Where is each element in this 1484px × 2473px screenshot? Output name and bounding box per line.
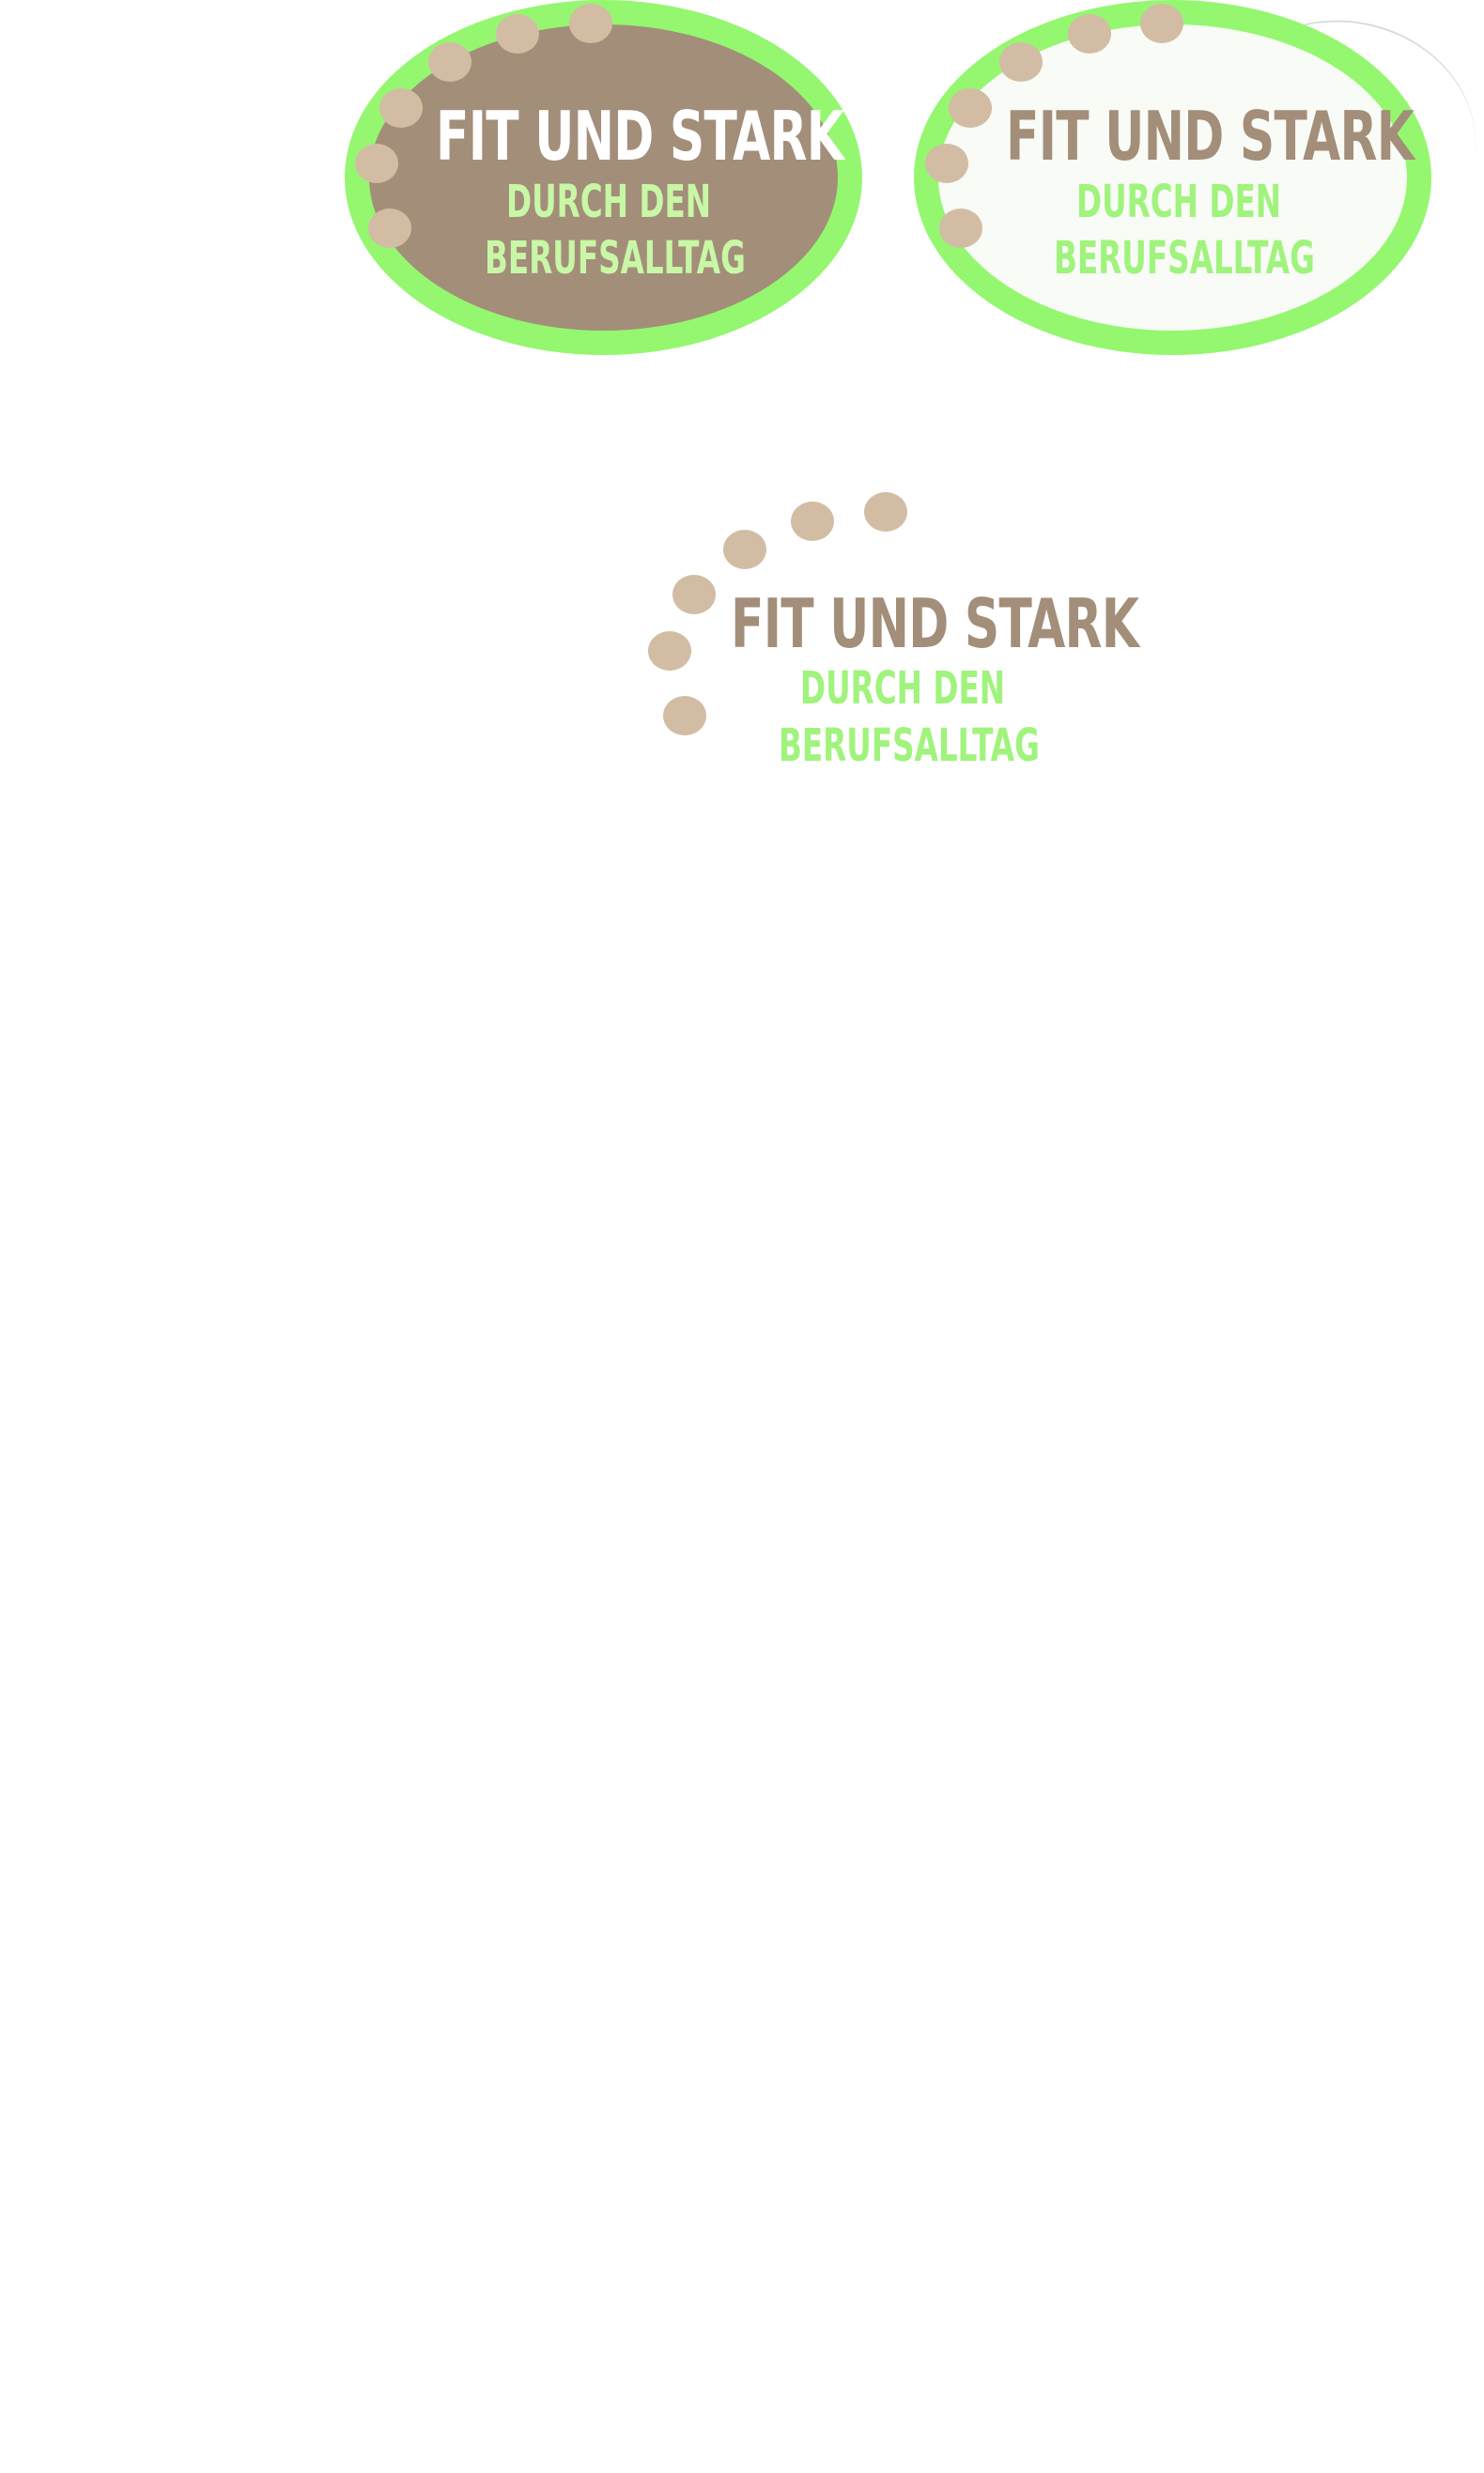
logo-light-subtitle-line1: DURCH DEN [1076, 176, 1282, 228]
logo-plain-dot [791, 502, 834, 541]
logo-plain-dot [663, 696, 706, 735]
logo-light-dot [1068, 14, 1111, 54]
logo-plain-subtitle-line2: BERUFSALLTAG [779, 719, 1040, 772]
logo-light-dot [949, 88, 992, 128]
logo-dark-dot [379, 88, 423, 128]
logo-light-dot [999, 42, 1043, 82]
logo-dark-dot [496, 14, 539, 54]
logo-dark-subtitle-line2: BERUFSALLTAG [485, 232, 746, 285]
logo-dark-subtitle-line1: DURCH DEN [506, 176, 712, 228]
logo-plain-dot [864, 492, 907, 532]
logo-plain-dot [648, 631, 691, 671]
logo-plain-dot [723, 530, 766, 569]
logo-plain-dot [672, 575, 716, 614]
logo-light-dot [1140, 4, 1183, 43]
logo-dark-dot [569, 4, 612, 43]
logo-dark-dot [368, 209, 411, 248]
logo-light-title: FIT UND STARK [1006, 97, 1414, 176]
logo-dark-dot [355, 144, 398, 183]
logo-light-subtitle-line2: BERUFSALLTAG [1054, 232, 1315, 285]
logo-light-dot [925, 144, 968, 183]
logo-plain-title: FIT UND STARK [731, 584, 1139, 663]
logo-plain-subtitle-line1: DURCH DEN [800, 662, 1006, 715]
logo-dark-title: FIT UND STARK [436, 97, 844, 176]
logo-light-dot [939, 209, 982, 248]
logo-dark-dot [428, 42, 471, 82]
